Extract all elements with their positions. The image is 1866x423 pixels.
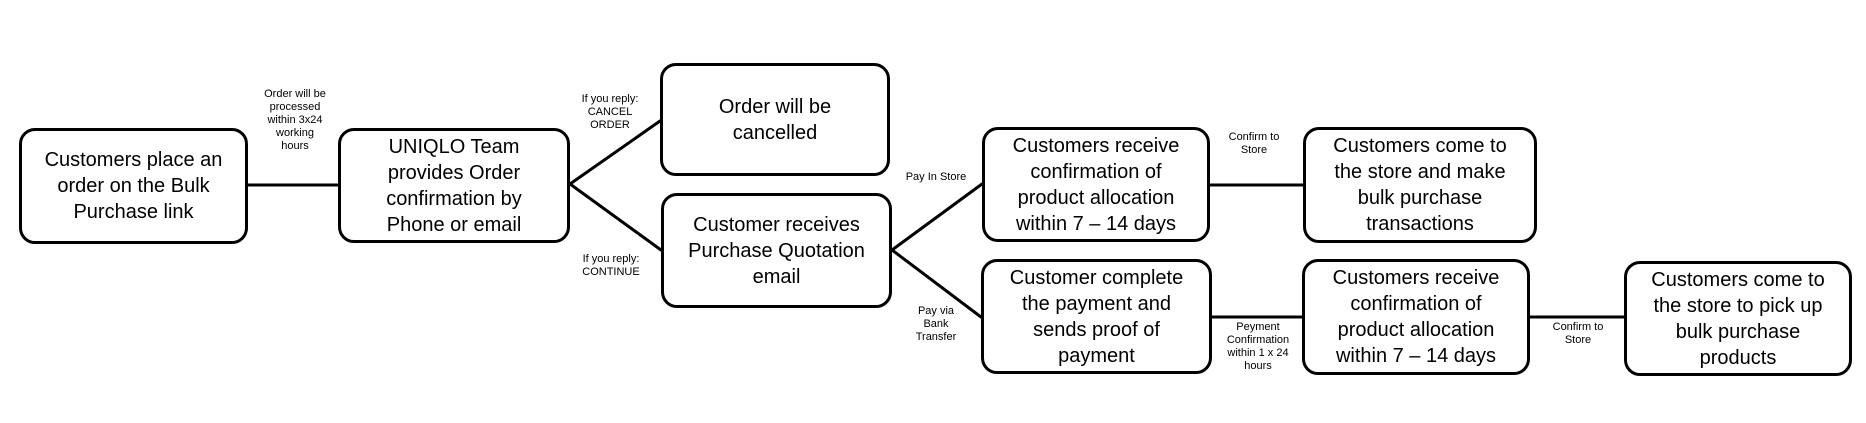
edge-line-reply-continue	[568, 182, 663, 252]
edge-line-pay-via-bank	[890, 248, 983, 319]
node-complete-payment: Customer complete the payment and sends …	[981, 259, 1212, 374]
node-place-order: Customers place an order on the Bulk Pur…	[19, 128, 248, 244]
edge-label-reply-continue: If you reply: CONTINUE	[582, 253, 640, 278]
edge-label-confirm-store-bottom: Confirm to Store	[1552, 321, 1604, 346]
node-allocation-confirmation-store: Customers receive confirmation of produc…	[982, 127, 1210, 242]
edge-line-pay-in-store	[890, 182, 984, 252]
edge-label-pay-in-store: Pay In Store	[905, 171, 967, 183]
node-purchase-quotation-email: Customer receives Purchase Quotation ema…	[661, 193, 892, 308]
node-store-pickup: Customers come to the store to pick up b…	[1624, 261, 1852, 376]
edge-label-pay-via-bank: Pay via Bank Transfer	[915, 305, 957, 343]
node-store-bulk-transaction: Customers come to the store and make bul…	[1303, 127, 1537, 243]
edge-label-reply-cancel: If you reply: CANCEL ORDER	[581, 93, 639, 131]
node-order-cancelled: Order will be cancelled	[660, 63, 890, 176]
node-allocation-confirmation-transfer: Customers receive confirmation of produc…	[1302, 259, 1530, 375]
edge-label-confirm-store-top: Confirm to Store	[1228, 131, 1280, 156]
edge-label-payment-confirmation: Peyment Confirmation within 1 x 24 hours	[1226, 321, 1290, 372]
node-uniqlo-confirmation: UNIQLO Team provides Order confirmation …	[338, 128, 570, 243]
edge-label-order-processed: Order will be processed within 3x24 work…	[264, 88, 326, 152]
edge-line-reply-cancel	[568, 119, 662, 186]
